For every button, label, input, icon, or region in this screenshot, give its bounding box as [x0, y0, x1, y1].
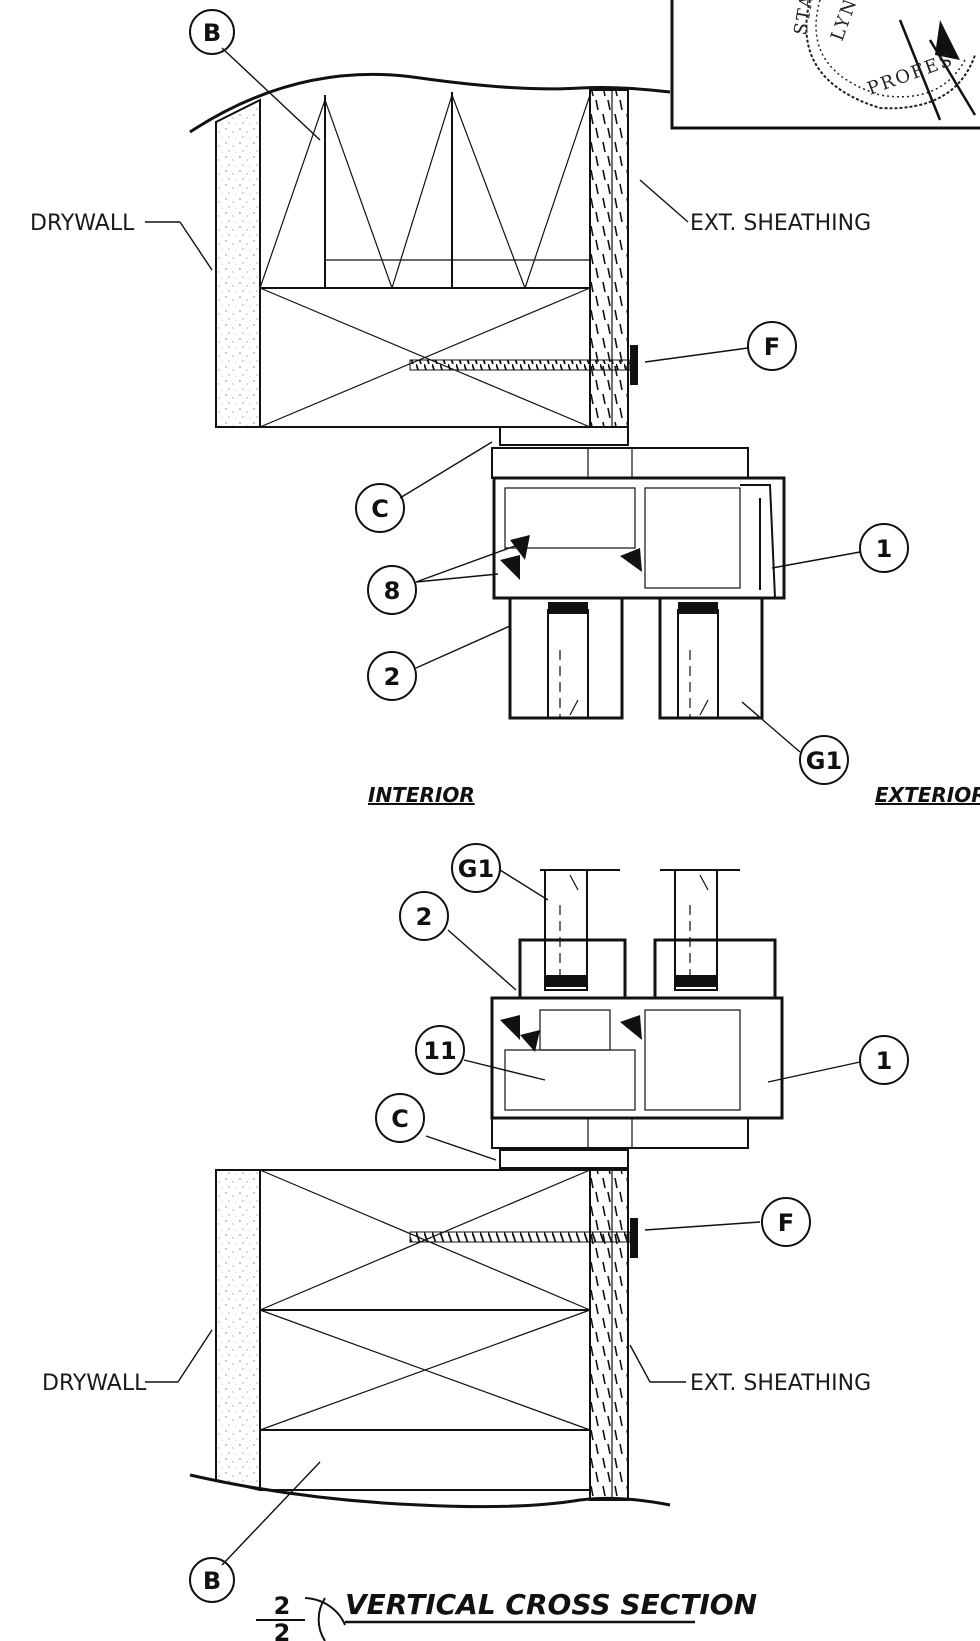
bottom-wall	[189, 1169, 671, 1509]
label-sheathing-bottom: EXT. SHEATHING	[690, 1371, 871, 1396]
frame-profile-top	[491, 426, 786, 720]
top-wall	[189, 72, 671, 428]
callout-f-top-text: F	[764, 333, 780, 361]
callout-8: 8	[367, 565, 417, 615]
callout-f-bottom: F	[761, 1197, 811, 1247]
callout-2-top: 2	[367, 651, 417, 701]
callout-b-top: B	[189, 9, 235, 55]
callout-11-text: 11	[423, 1037, 456, 1065]
callout-2-bottom-text: 2	[416, 903, 433, 931]
callout-1-top: 1	[859, 523, 909, 573]
callout-2-bottom: 2	[399, 891, 449, 941]
leader-lines	[145, 47, 861, 1566]
label-sheathing-top: EXT. SHEATHING	[690, 211, 871, 236]
callout-11: 11	[415, 1025, 465, 1075]
callout-1-bottom-text: 1	[876, 1047, 893, 1075]
callout-g1-top: G1	[799, 735, 849, 785]
label-interior: INTERIOR	[368, 783, 475, 807]
callout-c-top: C	[355, 483, 405, 533]
callout-8-text: 8	[384, 577, 401, 605]
label-exterior: EXTERIOR	[875, 783, 980, 807]
callout-g1-bottom-text: G1	[458, 855, 494, 883]
callout-g1-top-text: G1	[806, 747, 842, 775]
callout-b-bottom: B	[189, 1557, 235, 1603]
callout-f-bottom-text: F	[778, 1209, 794, 1237]
callout-c-top-text: C	[371, 495, 389, 523]
callout-1-bottom: 1	[859, 1035, 909, 1085]
callout-f-top: F	[747, 321, 797, 371]
section-sheet: 2	[274, 1619, 291, 1641]
seal-text-profes: PROFES	[865, 49, 957, 100]
section-marker: 2 2 VERTICAL CROSS SECTION	[256, 1588, 757, 1641]
engineer-seal: LYNDO PROFES STAT	[670, 0, 980, 130]
callout-b-top-text: B	[203, 19, 221, 47]
callout-b-bottom-text: B	[203, 1567, 221, 1595]
label-drywall-bottom: DRYWALL	[42, 1371, 147, 1396]
callout-g1-bottom: G1	[451, 843, 501, 893]
callout-c-bottom: C	[375, 1093, 425, 1143]
frame-profile-bottom	[490, 869, 784, 1169]
callout-2-top-text: 2	[384, 663, 401, 691]
callout-c-bottom-text: C	[391, 1105, 409, 1133]
section-title: VERTICAL CROSS SECTION	[345, 1588, 757, 1621]
seal-text-lyndo: LYNDO	[827, 0, 873, 44]
section-number: 2	[274, 1592, 291, 1620]
callout-1-top-text: 1	[876, 535, 893, 563]
label-drywall-top: DRYWALL	[30, 211, 135, 236]
